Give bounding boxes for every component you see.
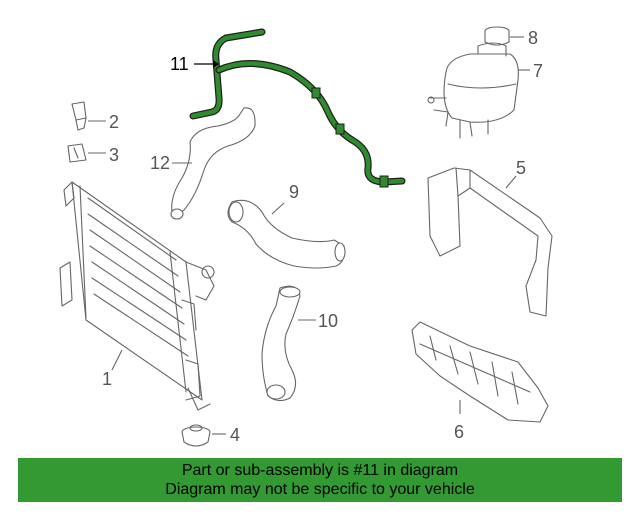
part-1-radiator[interactable] <box>59 181 215 411</box>
callout-3-label: 3 <box>109 145 119 165</box>
notice-line-2: Diagram may not be specific to your vehi… <box>165 481 475 498</box>
callout-9-label: 9 <box>289 182 299 202</box>
callout-4-label: 4 <box>230 425 240 445</box>
callout-11: 11 <box>170 54 219 74</box>
parts-diagram: 11 8 7 2 3 <box>59 26 553 447</box>
callout-5-label: 5 <box>516 158 526 178</box>
callout-12-label: 12 <box>150 153 170 173</box>
callout-12: 12 <box>150 153 192 173</box>
callout-3: 3 <box>88 145 119 165</box>
part-6-carrier[interactable] <box>411 321 549 423</box>
notice-line-1: Part or sub-assembly is #11 in diagram <box>181 462 459 479</box>
callout-9: 9 <box>271 182 299 215</box>
part-12-hose[interactable] <box>170 107 256 220</box>
callout-2: 2 <box>88 112 119 132</box>
callout-8: 8 <box>510 28 538 48</box>
part-7-reservoir[interactable] <box>427 42 519 139</box>
callout-7: 7 <box>518 61 543 81</box>
part-11-hose[interactable] <box>189 28 406 188</box>
callout-1: 1 <box>102 349 123 389</box>
part-4-mount[interactable] <box>181 424 211 447</box>
callout-6: 6 <box>454 400 464 442</box>
callout-7-label: 7 <box>533 61 543 81</box>
callout-2-label: 2 <box>109 112 119 132</box>
callout-5: 5 <box>505 158 526 189</box>
notice-banner: Part or sub-assembly is #11 in diagram D… <box>18 458 622 502</box>
callout-8-label: 8 <box>528 28 538 48</box>
callout-6-label: 6 <box>454 422 464 442</box>
part-9-hose[interactable] <box>227 199 346 269</box>
callout-11-label: 11 <box>170 54 189 74</box>
part-5-shroud[interactable] <box>427 167 553 317</box>
callout-4: 4 <box>212 425 240 445</box>
part-8-cap[interactable] <box>484 26 510 46</box>
part-10-hose[interactable] <box>261 285 301 402</box>
callout-1-label: 1 <box>102 369 112 389</box>
part-2-clip[interactable] <box>71 101 87 131</box>
callout-10: 10 <box>298 311 338 331</box>
callout-10-label: 10 <box>318 311 338 331</box>
part-3-bracket[interactable] <box>67 143 87 163</box>
